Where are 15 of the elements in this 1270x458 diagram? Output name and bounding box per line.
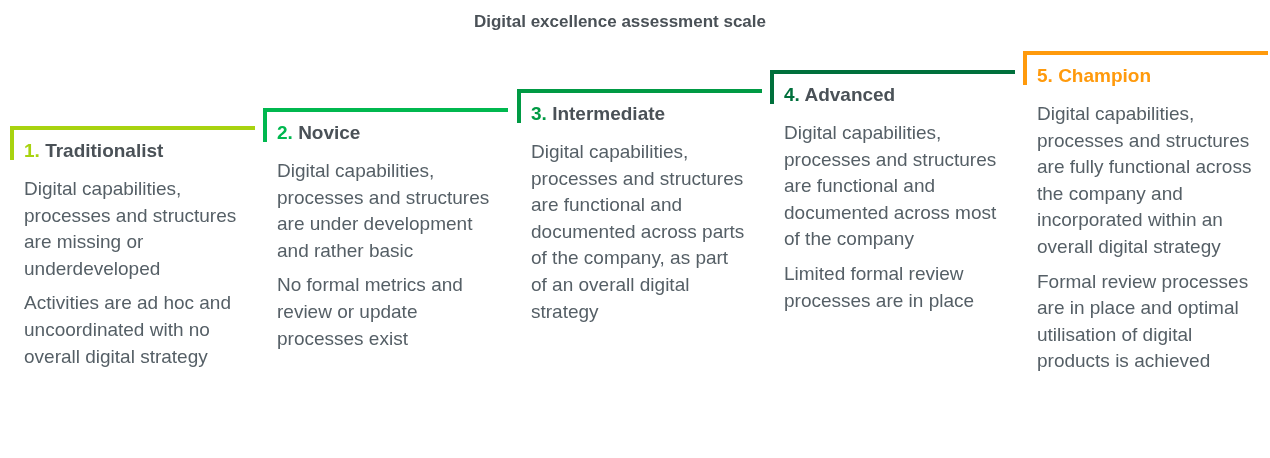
level-description: Digital capabilities, processes and structures are missing or underdeveloped (24, 177, 238, 281)
diagram-title: Digital excellence assessment scale (473, 12, 767, 32)
level-description: Digital capabilities, processes and structures are fully functional across the company and incorporated within an overall digital strategy (1037, 102, 1253, 259)
level-description: Digital capabilities, processes and structures are under development and rather basic (277, 159, 491, 263)
level-description: Digital capabilities, processes and structures are functional and documented across parts of the company, as part of an overall digital strategy (531, 140, 746, 324)
level-description: Limited formal review processes are in place (784, 261, 976, 313)
level-heading: 5. Champion (1037, 65, 1151, 87)
level-heading: 2. Novice (277, 122, 361, 144)
level-description: No formal metrics and review or update processes exist (277, 273, 464, 351)
level-heading: 4. Advanced (784, 84, 896, 106)
level-heading: 1. Traditionalist (24, 140, 164, 162)
level-description: Digital capabilities, processes and structures are functional and documented across most of the company (784, 121, 998, 252)
level-description: Formal review processes are in place and optimal utilisation of digital products is achieved (1037, 269, 1250, 374)
level-heading: 3. Intermediate (531, 103, 666, 125)
level-description: Activities are ad hoc and uncoordinated with no overall digital strategy (24, 291, 232, 369)
